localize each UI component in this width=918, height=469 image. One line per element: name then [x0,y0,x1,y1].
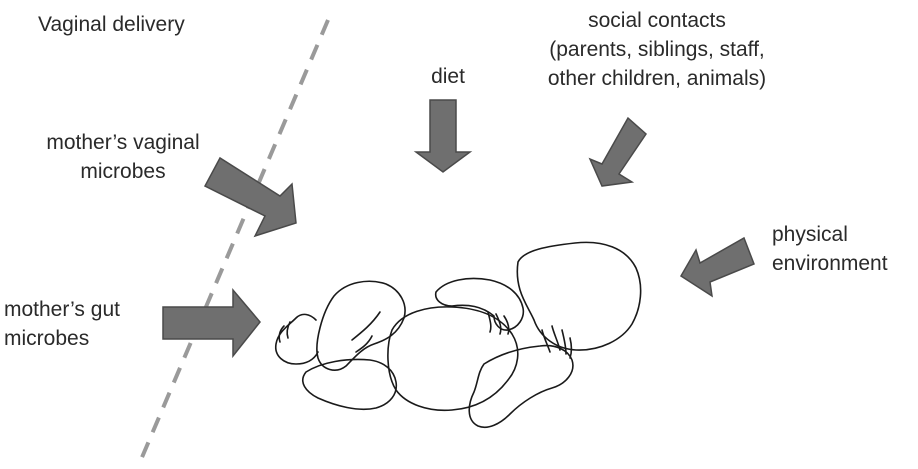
infant-icon [276,242,641,427]
infant-head-outline [517,242,640,350]
infant-lower-leg-outline [303,360,397,410]
infant-torso-outline [388,307,518,410]
mothers-gut-microbes-label: mother’s gut microbes [4,295,120,353]
social-contacts-arrow-icon [590,118,646,186]
delivery-divider-dashed-line [140,20,328,462]
gut-microbes-arrow-icon [163,290,260,356]
physical-environment-arrow-icon [681,238,754,296]
infant-upper-leg-outline [317,281,405,370]
mothers-vaginal-microbes-label: mother’s vaginal microbes [28,128,218,186]
infant-foot-outline [276,314,318,364]
physical-environment-label: physical environment [772,220,888,278]
diet-label: diet [418,62,478,91]
social-contacts-label: social contacts (parents, siblings, staf… [512,6,802,93]
infant-lower-arm-outline [469,346,573,428]
vaginal-delivery-label: Vaginal delivery [38,10,185,39]
infant-toes-outline [279,322,290,342]
infant-raised-arm-outline [436,279,524,331]
infant-leg-crease-outline [352,312,380,352]
diet-arrow-icon [416,100,470,172]
vaginal-microbes-arrow-icon [205,158,296,236]
